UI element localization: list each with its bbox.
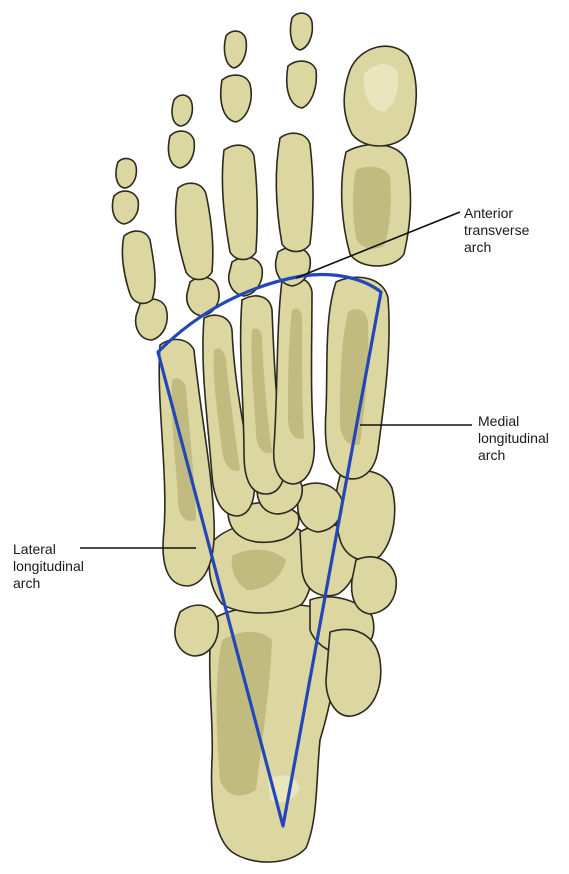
label-line: arch [478,447,549,464]
label-line: transverse [464,222,529,239]
label-line: Anterior [464,205,529,222]
label-line: arch [464,239,529,256]
label-line: longitudinal [478,430,549,447]
label-line: Medial [478,413,549,430]
label-line: Lateral [13,541,84,558]
calcaneus-bone [175,604,337,862]
anterior-transverse-arch-label: Anterior transverse arch [464,205,529,256]
label-line: arch [13,575,84,592]
medial-longitudinal-arch-label: Medial longitudinal arch [478,413,549,464]
lateral-longitudinal-arch-label: Lateral longitudinal arch [13,541,84,592]
label-line: longitudinal [13,558,84,575]
